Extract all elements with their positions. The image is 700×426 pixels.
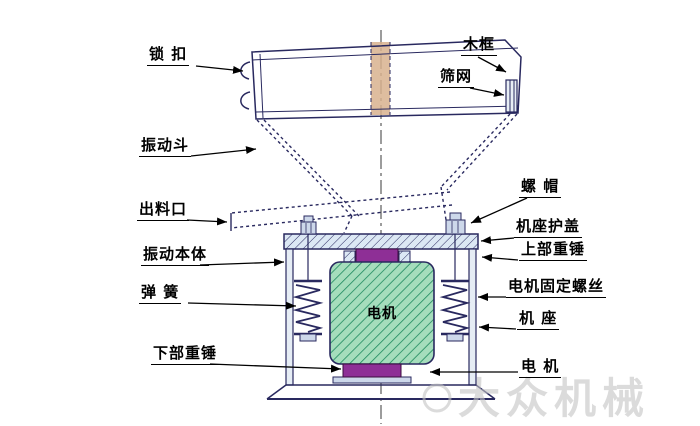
arrow-upper-weight [481, 253, 519, 262]
label-discharge-outlet: 出料口 [137, 201, 190, 221]
left-wall [285, 248, 294, 386]
label-lock: 锁 扣 [147, 46, 190, 66]
watermark-text: 大众机械 [458, 374, 650, 423]
arrow-vibrating-body [199, 258, 285, 267]
watermark-logo-icon [422, 383, 452, 413]
hopper-center-strip [371, 42, 390, 115]
watermark: 大众机械 [422, 374, 650, 423]
right-wall [468, 248, 477, 386]
label-spring: 弹 簧 [139, 284, 182, 304]
label-motor-fixing-screw: 电机固定螺丝 [506, 278, 607, 298]
leader-arrows [186, 56, 528, 376]
hopper-bin [240, 39, 522, 120]
left-bolt [300, 215, 317, 235]
label-vibrating-body: 振动本体 [141, 246, 210, 266]
lock-hook-bottom [240, 91, 251, 110]
base-cover-band [283, 233, 479, 250]
label-nut: 螺 帽 [519, 178, 562, 198]
funnel-discharge [230, 113, 518, 234]
arrow-wood-frame [477, 56, 507, 73]
arrow-screen-mesh [469, 87, 505, 97]
screen-mesh-strip [505, 79, 518, 113]
label-vibrating-hopper: 振动斗 [139, 137, 192, 157]
label-motor-inner: 电机 [367, 306, 397, 322]
right-spring [439, 234, 471, 342]
left-spring [292, 234, 324, 342]
label-motor: 电 机 [519, 358, 562, 378]
upper-weight [343, 248, 411, 264]
lower-weight [332, 363, 412, 384]
label-wood-frame: 木框 [461, 36, 498, 56]
arrow-nut [470, 197, 528, 224]
label-base-cover: 机座护盖 [514, 218, 583, 238]
arrow-lower-weight [209, 363, 342, 373]
nut-bolt [445, 212, 466, 235]
label-base: 机 座 [517, 310, 560, 330]
arrow-vibrating-hopper [190, 146, 257, 157]
base-housing [266, 212, 496, 400]
label-upper-weight: 上部重锤 [519, 241, 588, 261]
arrow-base [478, 323, 517, 332]
label-screen-mesh: 筛网 [438, 68, 475, 88]
arrow-base-cover [480, 236, 515, 245]
arrow-discharge-outlet [186, 217, 228, 226]
arrow-lock [195, 65, 244, 74]
label-lower-weight: 下部重锤 [151, 345, 220, 365]
arrow-spring [187, 301, 297, 310]
